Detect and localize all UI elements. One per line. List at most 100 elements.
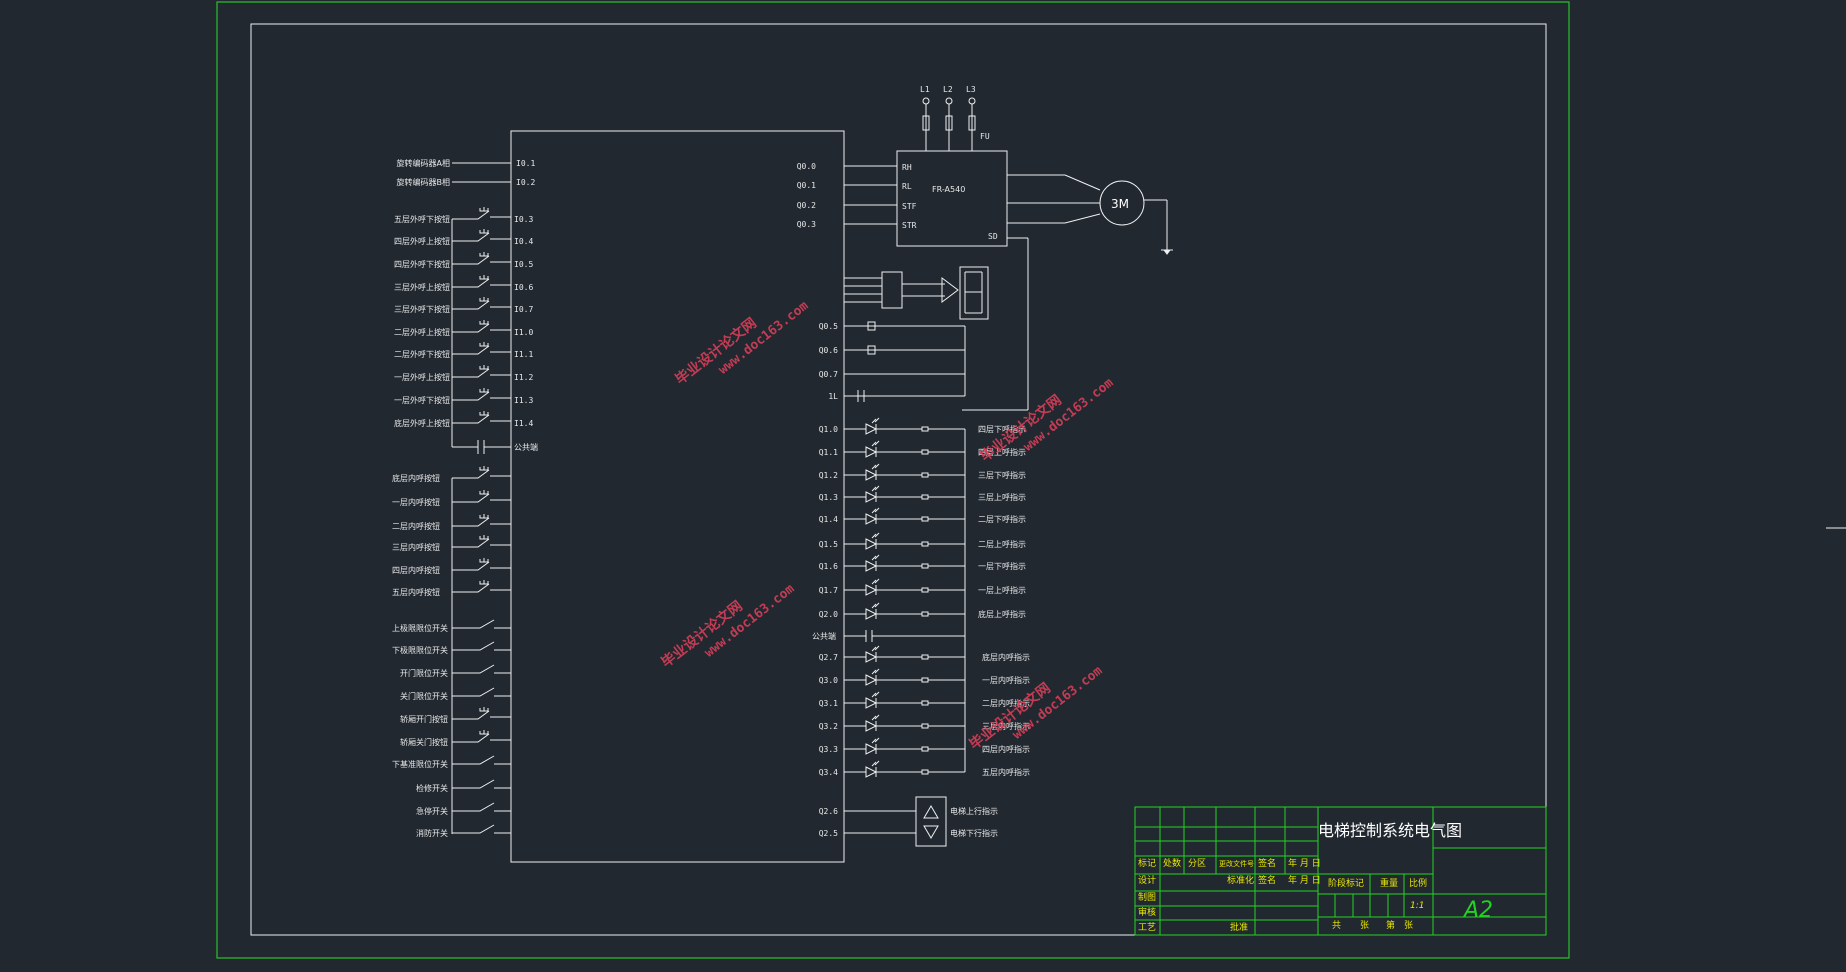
output-pin: Q3.3: [819, 745, 838, 754]
hall-call-button-label: 底层外呼上按钮: [394, 418, 450, 428]
output-pin: Q3.1: [819, 699, 838, 708]
limit-switch-label: 轿厢开门按钮: [400, 714, 448, 724]
tb-sign-2: 签名: [1258, 874, 1276, 886]
output-pin: Q3.2: [819, 722, 838, 731]
watermark-1: 毕业设计论文网 www.doc163.com: [672, 298, 812, 388]
output-pin: Q0.7: [819, 370, 838, 379]
hall-call-lamp-label: 四层下呼指示: [978, 424, 1026, 434]
hall-call-button-label: 一层外呼上按钮: [394, 372, 450, 382]
input-pin: I0.1: [516, 159, 535, 168]
output-pin: Q0.3: [797, 220, 816, 229]
encoder-input-label: 旋转编码器A相: [397, 158, 450, 168]
plc-body: [510, 130, 845, 863]
tb-draw: 制图: [1138, 891, 1156, 903]
output-pin: Q2.6: [819, 807, 838, 816]
input-pin: I0.4: [514, 237, 533, 246]
output-pin: Q1.5: [819, 540, 838, 549]
tb-sign: 签名: [1258, 857, 1276, 869]
fuse-label: FU: [980, 132, 990, 141]
limit-switch-label: 关门限位开关: [400, 691, 448, 701]
hall-call-lamp-label: 三层上呼指示: [978, 492, 1026, 502]
limit-switch-label: 轿厢关门按钮: [400, 737, 448, 747]
output-pin: Q2.7: [819, 653, 838, 662]
outer-border: [216, 1, 1570, 959]
plc-outputs: Q0.0Q0.1Q0.2Q0.3Q0.5Q0.6Q0.7 1L Q1.0 四层下呼指示…: [797, 162, 1030, 838]
tb-mark: 标记: [1138, 857, 1156, 869]
car-call-lamp-label: 四层内呼指示: [982, 744, 1030, 754]
output-pin: Q2.0: [819, 610, 838, 619]
hall-call-lamp-label: 一层下呼指示: [978, 561, 1026, 571]
input-pin: I0.6: [514, 283, 533, 292]
output-pin: Q1.0: [819, 425, 838, 434]
output-pin: Q0.0: [797, 162, 816, 171]
output-pin: 1L: [828, 392, 838, 401]
tb-zone: 分区: [1188, 858, 1206, 869]
input-pin: I1.4: [514, 419, 533, 428]
direction-indicators: [844, 796, 947, 847]
input-pin: I0.5: [514, 260, 533, 269]
limit-switch-label: 检修开关: [416, 783, 448, 793]
tb-design: 设计: [1138, 874, 1156, 886]
common-terminal-out: 公共端: [812, 631, 836, 641]
output-pin: Q3.0: [819, 676, 838, 685]
inverter-block: FR-A540 RH RL STF STR SD L1 L2 L3 FU: [844, 85, 1173, 411]
hall-call-button-label: 一层外呼下按钮: [394, 395, 450, 405]
input-pin: I0.7: [514, 305, 533, 314]
tb-count: 处数: [1163, 857, 1181, 869]
inv-term-str: STR: [902, 221, 917, 230]
drawing-title-line: 电梯控制系统电气图: [1318, 821, 1462, 840]
car-call-button-label: 二层内呼按钮: [392, 521, 440, 531]
tb-scale: 1:1: [1410, 901, 1424, 911]
car-call-button-label: 一层内呼按钮: [392, 497, 440, 507]
tb-sheet-no: 第: [1386, 919, 1395, 931]
limit-switch-label: 急停开关: [416, 806, 448, 816]
car-call-button-label: 五层内呼按钮: [392, 587, 440, 597]
hall-call-lamp-label: 四层上呼指示: [978, 447, 1026, 457]
hall-call-lamp-label: 底层上呼指示: [978, 609, 1026, 619]
phase-l3: L3: [966, 85, 976, 94]
hall-call-lamp-label: 二层上呼指示: [978, 539, 1026, 549]
output-pin: Q0.6: [819, 346, 838, 355]
hall-call-lamp-label: 三层下呼指示: [978, 470, 1026, 480]
tb-stage: 阶段标记: [1328, 877, 1364, 889]
tb-change-doc: 更改文件号: [1219, 859, 1254, 868]
output-pin: Q1.2: [819, 471, 838, 480]
output-pin: Q1.3: [819, 493, 838, 502]
direction-lamp-label: 电梯下行指示: [950, 828, 998, 838]
watermark-3: 毕业设计论文网 www.doc163.com: [658, 581, 798, 671]
hall-call-button-label: 五层外呼下按钮: [394, 214, 450, 224]
output-pin: Q1.4: [819, 515, 838, 524]
title-block: 电梯控制系统电气图 标记 处数 分区 更改文件号 签名 年 月 日 设计 标准化…: [1134, 806, 1547, 936]
input-pin: I1.2: [514, 373, 533, 382]
inv-term-rh: RH: [902, 163, 912, 172]
encoder-input-label: 旋转编码器B相: [397, 177, 451, 187]
phase-l2: L2: [943, 85, 953, 94]
output-pin: Q2.5: [819, 829, 838, 838]
tb-standard: 标准化: [1227, 874, 1254, 886]
limit-switch-label: 上极限限位开关: [392, 623, 448, 633]
tb-process: 工艺: [1138, 922, 1156, 933]
inner-border: [250, 23, 1547, 936]
hall-call-button-label: 二层外呼下按钮: [394, 349, 450, 359]
limit-switch-label: 消防开关: [416, 828, 448, 838]
limit-switch-label: 下基准限位开关: [392, 759, 448, 769]
tb-weight: 重量: [1380, 877, 1398, 889]
inv-term-sd: SD: [988, 232, 998, 241]
output-pin: Q0.1: [797, 181, 816, 190]
input-pin: I1.3: [514, 396, 533, 405]
tb-review: 审核: [1138, 906, 1156, 918]
input-pin: I1.1: [514, 350, 533, 359]
inverter-model: FR-A540: [932, 185, 965, 194]
mid-output-rails: [844, 321, 966, 402]
limit-switch-label: 下极限限位开关: [392, 645, 448, 655]
tb-approve: 批准: [1230, 921, 1248, 933]
car-call-button-label: 底层内呼按钮: [392, 473, 440, 483]
output-pin: Q0.5: [819, 322, 838, 331]
hall-call-button-label: 三层外呼上按钮: [394, 282, 450, 292]
hall-call-lamp-label: 一层上呼指示: [978, 585, 1026, 595]
direction-lamp-label: 电梯上行指示: [950, 806, 998, 816]
tb-sheet-zhang2: 张: [1404, 920, 1413, 931]
output-pin: Q0.2: [797, 201, 816, 210]
